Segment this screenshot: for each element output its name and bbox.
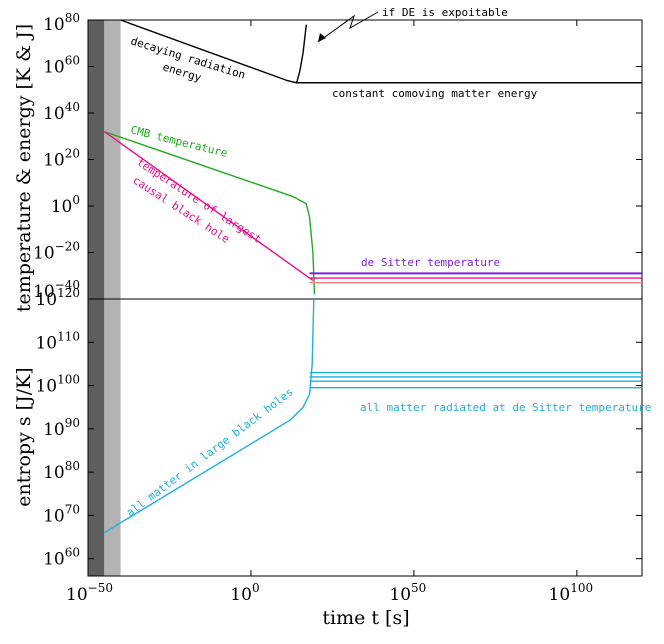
y-tick-label-bottom: 10100: [35, 373, 80, 397]
y-tick-label-top: 100: [51, 193, 80, 217]
shaded-band-1: [104, 20, 121, 576]
annotation-arrow: [317, 11, 379, 43]
y-tick-label-top: 1020: [43, 147, 80, 171]
x-tick-label: 10100: [549, 581, 594, 605]
series-line-top-4: [103, 131, 314, 281]
x-tick-label: 1050: [389, 581, 426, 605]
early-time-bands: [88, 20, 121, 576]
annotation-matter-in-black-holes: all matter in large black holes: [124, 385, 296, 519]
y-tick-label-bottom: 1060: [43, 546, 80, 570]
y-tick-label-top: 10−20: [33, 240, 80, 264]
annotation-matter-radiated: all matter radiated at de Sitter tempera…: [360, 401, 651, 414]
bottom-panel-frame: [87, 298, 643, 577]
x-tick-label: 10−50: [66, 581, 113, 605]
series-line-top-3: [104, 130, 316, 295]
y-tick-label-bottom: 10120: [35, 286, 80, 310]
y-tick-label-top: 10−40: [33, 278, 80, 302]
x-axis-label: time t [s]: [322, 607, 409, 629]
y-tick-label-bottom: 1080: [43, 459, 80, 483]
y-tick-label-bottom: 10110: [35, 329, 80, 353]
shaded-band-0: [88, 20, 105, 576]
annotation-if-de-exploitable: if DE is expoitable: [382, 6, 508, 19]
y-axis-label-bottom: entropy s [J/K]: [13, 367, 35, 506]
annotation-cmb-temperature: CMB temperature: [129, 123, 229, 160]
y-tick-label-bottom: 1090: [43, 416, 80, 440]
y-tick-label-top: 1080: [43, 11, 80, 35]
y-tick-label-bottom: 1070: [43, 502, 80, 526]
annotation-de-sitter-temperature: de Sitter temperature: [361, 256, 500, 269]
y-tick-label-top: 1040: [43, 100, 80, 124]
y-axis-label-top: temperature & energy [K & J]: [13, 24, 35, 312]
data-lines: [103, 19, 642, 534]
y-tick-label-top: 1060: [43, 54, 80, 78]
series-line-top-1: [295, 24, 307, 83]
series-line-bottom-0: [103, 298, 315, 534]
x-tick-label: 100: [230, 581, 259, 605]
annotation-bh-temperature-1: temperature of largest: [134, 156, 263, 246]
annotation-constant-comoving: constant comoving matter energy: [332, 87, 538, 100]
